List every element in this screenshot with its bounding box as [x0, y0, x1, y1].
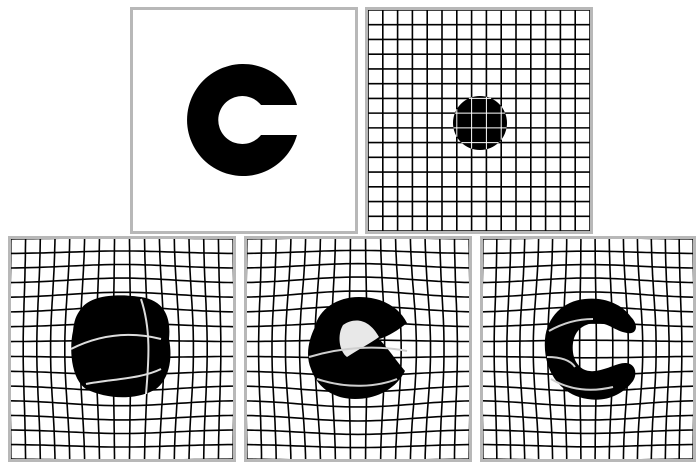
- source-grid-canvas: [368, 10, 590, 231]
- deformed-grid-line-vertical: [520, 239, 525, 459]
- deformed-grid-line-horizontal: [247, 416, 469, 422]
- deformed-grid-line-horizontal: [483, 430, 693, 433]
- deformed-grid-line-horizontal: [483, 415, 693, 420]
- deformed-grid-line-horizontal: [247, 250, 469, 253]
- deformed-grid-line-horizontal: [11, 445, 233, 447]
- c-shape: [187, 64, 297, 176]
- source-grid-panel: [365, 7, 593, 234]
- deformed-grid-line-vertical: [259, 239, 262, 459]
- deformed-grid-line-horizontal: [483, 357, 693, 358]
- deformed-grid-line-vertical: [455, 239, 458, 459]
- deformed-grid-line-vertical: [218, 239, 220, 459]
- deformed-grid-line-vertical: [440, 239, 444, 459]
- deformed-grid-line-horizontal: [247, 264, 469, 268]
- deformed-grid-line-vertical: [300, 239, 306, 459]
- deformed-grid-line-vertical: [272, 239, 276, 459]
- deformed-grid-line-horizontal: [483, 445, 693, 447]
- deformed-grid-line-horizontal: [247, 430, 469, 434]
- deformed-grid-line-vertical: [494, 239, 497, 459]
- deformed-grid-line-horizontal: [483, 251, 693, 253]
- deformed-grid-line-vertical: [580, 239, 581, 459]
- deformed-grid-line-horizontal: [483, 265, 693, 268]
- warp-step-2-panel: [244, 236, 472, 462]
- warp-step-3-canvas: [483, 239, 693, 459]
- deformed-grid-line-horizontal: [11, 251, 233, 253]
- deformed-grid-line-horizontal: [11, 265, 233, 269]
- deformed-grid-line-horizontal: [247, 401, 469, 407]
- deformed-grid: [483, 239, 693, 459]
- deformed-grid-line-horizontal: [483, 278, 693, 283]
- deformed-grid-line-vertical: [679, 239, 682, 459]
- deformed-grid-line-vertical: [533, 239, 538, 459]
- deformed-grid-line-vertical: [174, 239, 179, 459]
- deformed-grid-line-vertical: [507, 239, 511, 459]
- warp-step-2-canvas: [247, 239, 469, 459]
- deformed-grid-line-vertical: [425, 239, 430, 459]
- deformed-grid-line-horizontal: [11, 415, 233, 420]
- deformed-grid-line-vertical: [609, 239, 613, 459]
- deformed-grid-line-vertical: [23, 239, 25, 459]
- deformed-grid-line-horizontal: [483, 401, 693, 406]
- deformed-grid-line-horizontal: [247, 445, 469, 448]
- deformed-grid-line-vertical: [37, 239, 41, 459]
- deformed-c-final-shape: [545, 299, 636, 400]
- deformed-grid-line-vertical: [51, 239, 55, 459]
- target-c-shape-canvas: [133, 10, 355, 231]
- deformed-grid-line-vertical: [637, 239, 642, 459]
- deformed-grid-line-vertical: [286, 239, 291, 459]
- target-c-shape-panel: [130, 7, 358, 234]
- deformed-grid-line-horizontal: [483, 292, 693, 297]
- disc-shape: [453, 96, 507, 150]
- warp-step-3-panel: [480, 236, 696, 462]
- deformed-grid-line-vertical: [204, 239, 208, 459]
- warp-step-1-panel: [8, 236, 236, 462]
- deformed-grid-line-vertical: [189, 239, 193, 459]
- deformed-grid-line-horizontal: [11, 401, 233, 406]
- deformed-disc-shape: [71, 295, 170, 397]
- deformed-grid-line-vertical: [623, 239, 628, 459]
- deformed-grid-line-horizontal: [247, 277, 469, 283]
- deformed-grid-line-horizontal: [247, 291, 469, 297]
- deformed-grid-line-horizontal: [483, 340, 693, 341]
- warp-step-1-canvas: [11, 239, 233, 459]
- deformed-grid-line-vertical: [665, 239, 669, 459]
- deformed-grid-line-horizontal: [11, 278, 233, 283]
- deformed-grid-line-vertical: [410, 239, 416, 459]
- deformed-grid-line-vertical: [651, 239, 656, 459]
- deformed-grid-line-vertical: [595, 239, 596, 459]
- deformed-grid-line-horizontal: [11, 430, 233, 434]
- deformed-grid-line-vertical: [65, 239, 70, 459]
